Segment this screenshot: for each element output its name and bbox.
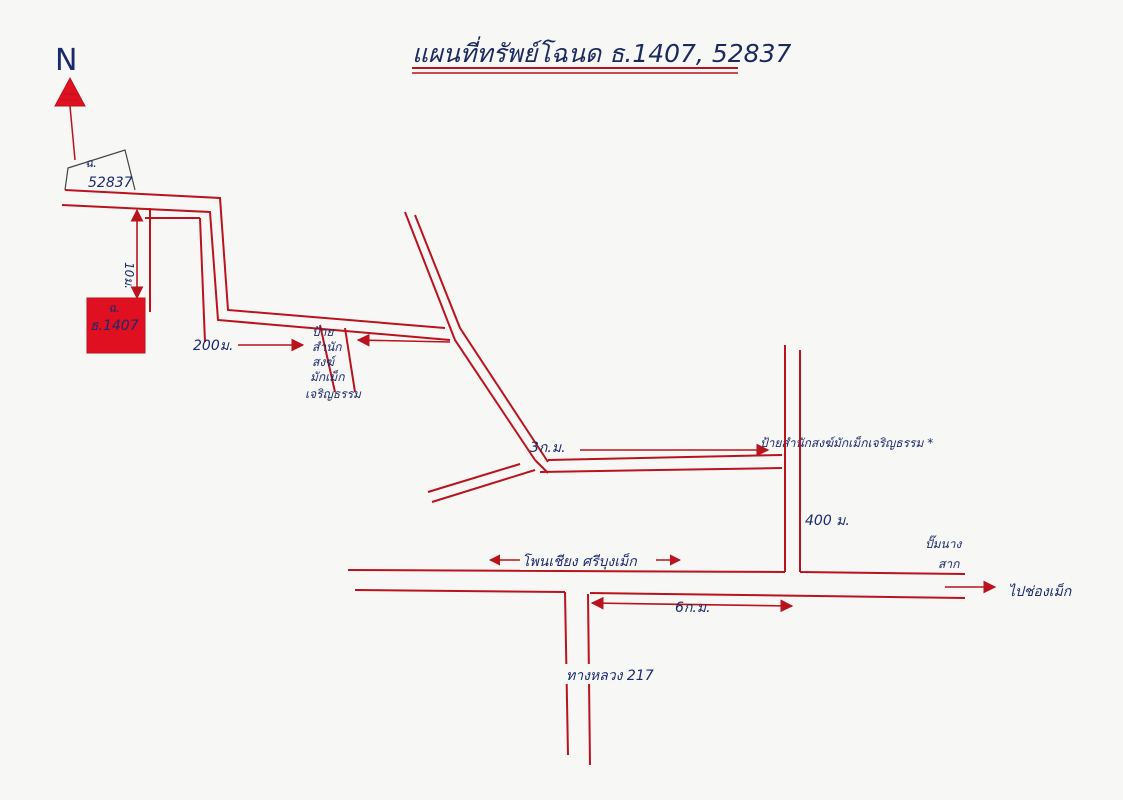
plot-52837: ฉ. 52837 [64, 149, 136, 191]
main-road [347, 569, 966, 599]
highway-label: ทางหลวง 217 [566, 668, 654, 684]
temple-arrow [356, 333, 451, 347]
dim-6km-arrow [590, 596, 794, 613]
access-road [61, 189, 451, 343]
sign-small-line-1: ป้าย [312, 325, 334, 339]
sign-small-line-4: มักเม็ก [310, 369, 345, 384]
temple-sign-small: ป้าย สำนัก สงฆ์ มักเม็ก เจริญธรรม [305, 325, 362, 401]
plot-a-number: 52837 [88, 175, 133, 191]
temple-side-road [319, 324, 356, 393]
north-south-road [784, 345, 801, 572]
to-town-label: ไปช่องเม็ก [1008, 583, 1073, 600]
sign-small-line-5: เจริญธรรม [305, 387, 362, 401]
dist-6km-label: 6ก.ม. [675, 600, 711, 616]
map-title: แผนที่ทรัพย์โฉนด ธ.1407, 52837 [412, 36, 791, 68]
plot-1407: ฉ. ธ.1407 [86, 297, 146, 354]
road-name-label: โพนเชียง ศรีบุงเม็ก [522, 553, 638, 570]
plot-b-number: ธ.1407 [90, 318, 139, 334]
dist-400m-label: 400 ม. [805, 513, 850, 529]
dist-200m-label: 200ม. [193, 338, 233, 354]
dist-3km-label: 3ก.ม. [530, 440, 566, 456]
plot-b-prefix: ฉ. [108, 301, 120, 315]
east-road [539, 454, 783, 473]
gas-station-line-2: สาก [938, 557, 960, 571]
dist-10m-label: 10ม. [122, 262, 136, 289]
gas-station-line-1: ปั๊มนาง [925, 535, 962, 551]
plot-a-prefix: ฉ. [85, 156, 97, 170]
north-label: N [55, 43, 77, 78]
diagonal-road [404, 211, 549, 503]
road-name-bg [520, 550, 656, 570]
sign-small-line-3: สงฆ์ [312, 355, 337, 369]
highway-label-bg [565, 664, 665, 684]
sign-small-line-2: สำนัก [312, 340, 342, 354]
north-arrow-icon: N [54, 43, 86, 161]
temple-sign-big: ป้ายสำนักสงฆ์มักเม็กเจริญธรรม * [760, 435, 933, 450]
